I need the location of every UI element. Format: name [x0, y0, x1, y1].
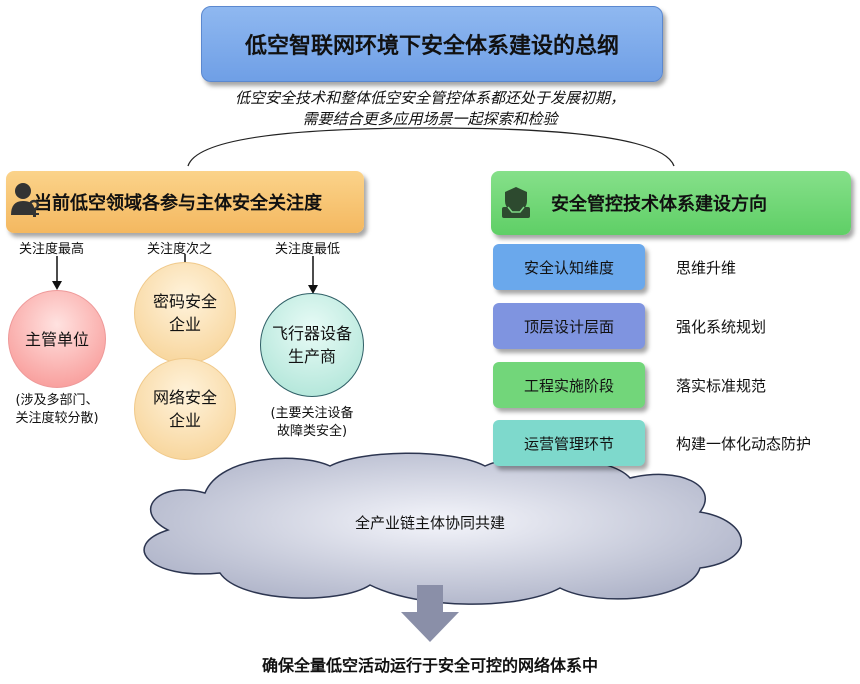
- subtitle-line-1: 低空安全技术和整体低空安全管控体系都还处于发展初期，: [234, 89, 625, 107]
- direction-box-design: 顶层设计层面: [493, 303, 645, 349]
- entity-authority-label: 主管单位: [24, 329, 89, 349]
- cloud-label: 全产业链主体协同共建: [354, 514, 505, 532]
- left-header-text: 当前低空领域各参与主体安全关注度: [34, 193, 322, 214]
- entity-crypto-label: 密码安全企业: [152, 292, 217, 334]
- subtitle: 低空安全技术和整体低空安全管控体系都还处于发展初期， 需要结合更多应用场景一起探…: [150, 88, 710, 130]
- conclusion-text: 确保全量低空活动运行于安全可控的网络体系中: [261, 656, 598, 675]
- direction-label: 安全认知维度: [523, 258, 614, 277]
- aircraft-note-line-2: 故障类安全): [276, 424, 348, 439]
- shield-inbox-icon: [502, 187, 530, 218]
- direction-box-operations: 运营管理环节: [493, 420, 645, 466]
- authority-note-line-1: (涉及多部门、: [15, 393, 99, 408]
- direction-desc: 构建一体化动态防护: [676, 435, 812, 453]
- entity-crypto: 密码安全企业: [134, 262, 236, 364]
- direction-label: 顶层设计层面: [523, 317, 614, 336]
- direction-box-engineering: 工程实施阶段: [493, 362, 645, 408]
- direction-label: 工程实施阶段: [523, 376, 614, 395]
- entity-authority: 主管单位: [8, 290, 106, 388]
- user-key-icon: [11, 183, 40, 217]
- level-label-mid: 关注度次之: [147, 242, 213, 257]
- subtitle-line-2: 需要结合更多应用场景一起探索和检验: [302, 110, 558, 128]
- aircraft-note-line-1: (主要关注设备: [270, 406, 354, 421]
- main-title: 低空智联网环境下安全体系建设的总纲: [201, 6, 663, 82]
- aircraft-note: (主要关注设备 故障类安全): [258, 405, 366, 441]
- level-label-high: 关注度最高: [19, 242, 85, 257]
- entity-aircraft: 飞行器设备生产商: [260, 293, 364, 397]
- authority-note: (涉及多部门、 关注度较分散): [6, 392, 108, 428]
- direction-desc: 落实标准规范: [676, 377, 767, 395]
- down-arrow-icon: [401, 585, 459, 642]
- level-label-low: 关注度最低: [275, 242, 341, 257]
- left-section-header: 当前低空领域各参与主体安全关注度: [6, 171, 364, 233]
- entity-aircraft-label: 飞行器设备生产商: [272, 324, 353, 366]
- collaboration-cloud: [143, 452, 743, 605]
- direction-desc: 强化系统规划: [676, 318, 767, 336]
- entity-network: 网络安全企业: [134, 358, 236, 460]
- direction-desc: 思维升维: [676, 259, 737, 277]
- direction-box-cognition: 安全认知维度: [493, 244, 645, 290]
- brace-connector: [187, 127, 675, 167]
- right-section-header: 安全管控技术体系建设方向: [491, 171, 851, 235]
- main-title-text: 低空智联网环境下安全体系建设的总纲: [244, 34, 619, 59]
- authority-note-line-2: 关注度较分散): [15, 411, 99, 426]
- entity-network-label: 网络安全企业: [152, 388, 217, 430]
- direction-label: 运营管理环节: [523, 434, 614, 453]
- right-header-text: 安全管控技术体系建设方向: [551, 194, 767, 215]
